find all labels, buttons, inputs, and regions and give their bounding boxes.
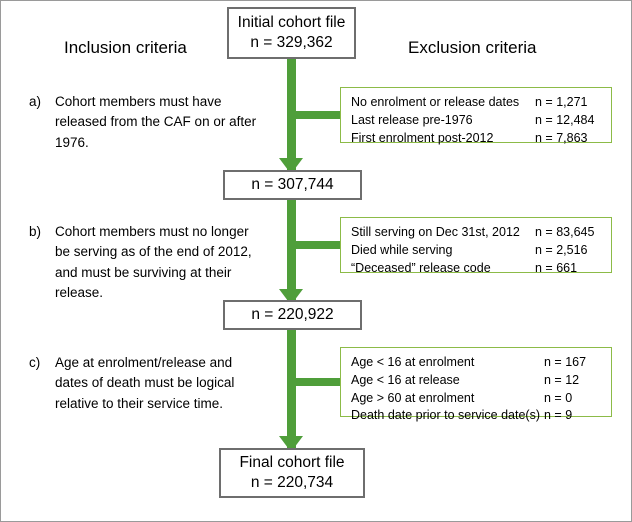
inclusion-criterion-b-text: Cohort members must no longer be serving… — [55, 224, 252, 300]
cohort-after-criterion-b-count: n = 220,922 — [251, 306, 334, 324]
exclusion-row: Age < 16 at enrolment n = 167 — [351, 354, 603, 372]
exclusion-row: “Deceased” release code n = 661 — [351, 260, 603, 278]
exclusion-row: Age < 16 at release n = 12 — [351, 372, 603, 390]
final-cohort-title: Final cohort file — [239, 454, 345, 472]
initial-cohort-count: n = 329,362 — [250, 34, 333, 51]
flow-arrow-line-2 — [287, 199, 296, 307]
inclusion-criterion-a-text: Cohort members must have released from t… — [55, 94, 257, 150]
exclusion-reason: Still serving on Dec 31st, 2012 — [351, 225, 520, 239]
inclusion-criterion-a: a) Cohort members must have released fro… — [29, 92, 257, 153]
exclusion-count: n = 0 — [544, 390, 573, 405]
exclusion-box-c: Age < 16 at enrolment n = 167 Age < 16 a… — [340, 347, 612, 422]
inclusion-criterion-c-marker: c) — [29, 355, 41, 370]
final-cohort-box: Final cohort file n = 220,734 — [219, 448, 365, 498]
inclusion-criterion-b: b) Cohort members must no longer be serv… — [29, 222, 257, 303]
exclusion-row: Death date prior to service date(s) n = … — [351, 407, 603, 425]
exclusion-row: Died while serving n = 2,516 — [351, 242, 603, 260]
exclusion-count: n = 12,484 — [535, 112, 595, 127]
exclusion-count: n = 2,516 — [535, 242, 588, 257]
initial-cohort-box: Initial cohort file n = 329,362 — [227, 7, 356, 59]
exclusion-reason: Death date prior to service date(s) — [351, 408, 540, 423]
exclusion-reason: No enrolment or release dates — [351, 95, 520, 109]
cohort-after-criterion-a-box: n = 307,744 — [223, 170, 362, 200]
exclusion-box-a: No enrolment or release dates n = 1,271 … — [340, 87, 612, 145]
inclusion-criterion-b-marker: b) — [29, 224, 42, 239]
exclusion-count: n = 7,863 — [535, 130, 588, 145]
final-cohort-count: n = 220,734 — [250, 474, 334, 491]
cohort-after-criterion-a-count: n = 307,744 — [251, 176, 334, 194]
exclusion-row: Last release pre-1976 n = 12,484 — [351, 112, 603, 130]
inclusion-criterion-c-text: Age at enrolment/release and dates of de… — [55, 355, 235, 411]
exclusion-reason: Last release pre-1976 — [351, 112, 473, 127]
exclusion-reason: “Deceased” release code — [351, 260, 491, 275]
exclusion-branch-line-2 — [287, 241, 342, 249]
exclusion-branch-line-3 — [287, 378, 342, 386]
inclusion-criterion-a-marker: a) — [29, 94, 42, 109]
exclusion-box-b: Still serving on Dec 31st, 2012 n = 83,6… — [340, 217, 612, 275]
exclusion-reason: Age < 16 at enrolment — [351, 355, 475, 369]
exclusion-reason: Age < 16 at release — [351, 372, 460, 387]
exclusion-count: n = 1,271 — [535, 95, 588, 109]
exclusion-row: First enrolment post-2012 n = 7,863 — [351, 130, 603, 148]
exclusion-reason: Died while serving — [351, 242, 453, 257]
exclusion-reason: First enrolment post-2012 — [351, 130, 494, 145]
exclusion-count: n = 12 — [544, 372, 580, 387]
exclusion-criteria-heading: Exclusion criteria — [408, 38, 537, 57]
exclusion-row: Age > 60 at enrolment n = 0 — [351, 390, 603, 408]
exclusion-count: n = 661 — [535, 260, 578, 275]
exclusion-row: Still serving on Dec 31st, 2012 n = 83,6… — [351, 224, 603, 242]
exclusion-count: n = 83,645 — [535, 225, 595, 239]
inclusion-criteria-heading: Inclusion criteria — [64, 38, 187, 57]
initial-cohort-title: Initial cohort file — [237, 14, 346, 32]
exclusion-branch-line-1 — [287, 111, 342, 119]
inclusion-criterion-c: c) Age at enrolment/release and dates of… — [29, 353, 257, 414]
exclusion-reason: Age > 60 at enrolment — [351, 390, 475, 405]
exclusion-count: n = 167 — [544, 355, 587, 369]
exclusion-count: n = 9 — [544, 408, 573, 423]
flow-arrow-line-3 — [287, 329, 296, 454]
cohort-after-criterion-b-box: n = 220,922 — [223, 300, 362, 330]
exclusion-row: No enrolment or release dates n = 1,271 — [351, 94, 603, 112]
